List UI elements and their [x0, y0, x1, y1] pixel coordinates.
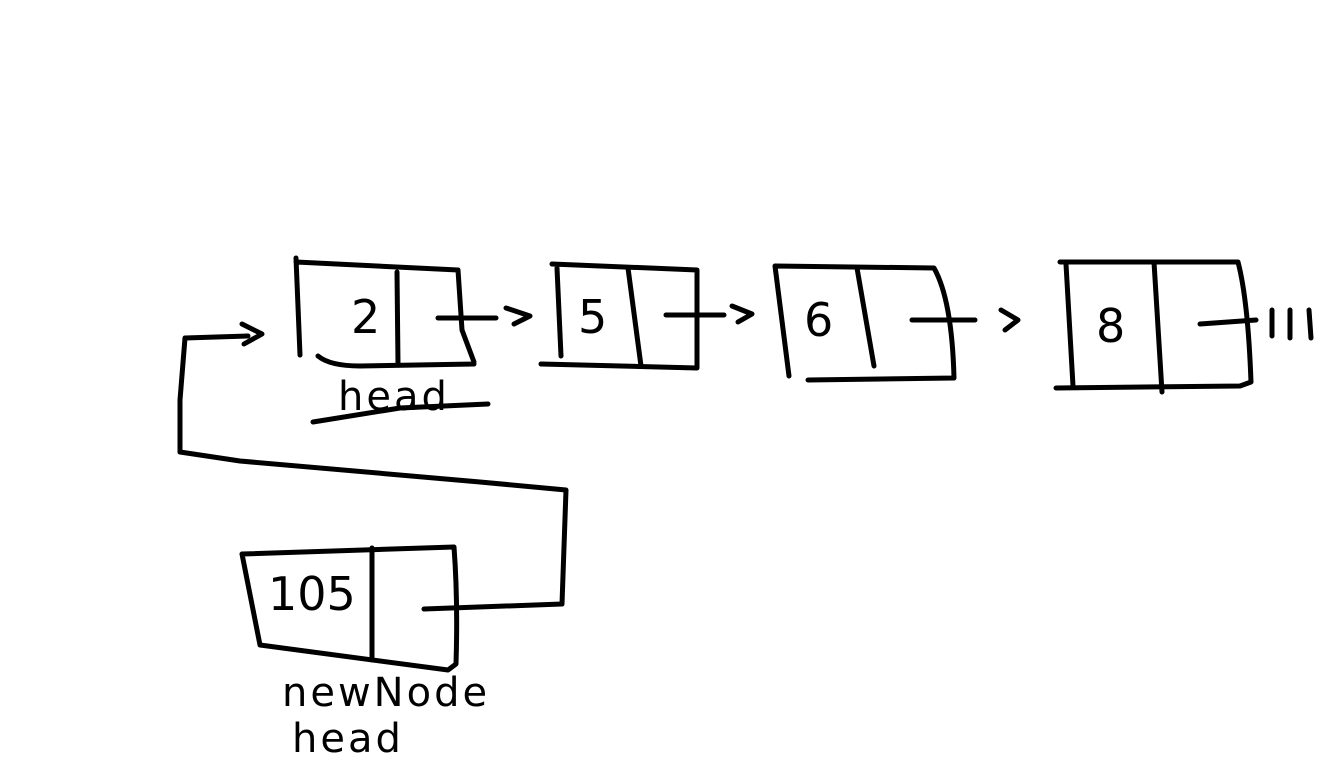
node-2-value: 5 [578, 290, 607, 344]
node-3-box [772, 263, 957, 383]
arrowhead-icon [239, 321, 265, 347]
node-4-value: 8 [1096, 299, 1125, 353]
node-1-box [293, 255, 477, 369]
old-head-label-group: head [310, 374, 491, 425]
node-1-value: 2 [351, 290, 380, 344]
node-1-divider [394, 269, 401, 367]
pointer-node-3-to-node-4 [909, 307, 1021, 333]
arrowhead-icon [503, 305, 533, 327]
pointer-new-node-to-node-1 [177, 321, 569, 612]
new-head-label: head [292, 716, 404, 762]
ground-icon [1269, 307, 1314, 341]
node-4-divider [1151, 259, 1165, 395]
node-2-box [538, 261, 700, 371]
node-3-value: 6 [804, 293, 833, 347]
node-2-divider [625, 265, 644, 369]
old-head-label: head [338, 374, 450, 420]
strike-through-line [310, 401, 491, 425]
node-1: 2 [293, 255, 477, 369]
node-4-box [1053, 259, 1254, 391]
new-node-box [239, 544, 460, 673]
node-3-divider [854, 265, 877, 369]
node-3: 6 [772, 263, 957, 383]
new-node-value: 105 [268, 567, 356, 621]
new-node-label: newNode [282, 670, 490, 716]
new-node: 105 newNode head [239, 544, 490, 762]
null-pointer [1197, 307, 1314, 341]
pointer-node-1-to-node-2 [435, 305, 533, 327]
arrowhead-icon [998, 307, 1021, 333]
pointer-node-2-to-node-3 [663, 303, 755, 325]
node-2: 5 [538, 261, 700, 371]
node-4: 8 [1053, 259, 1254, 395]
arrowhead-icon [729, 303, 755, 325]
